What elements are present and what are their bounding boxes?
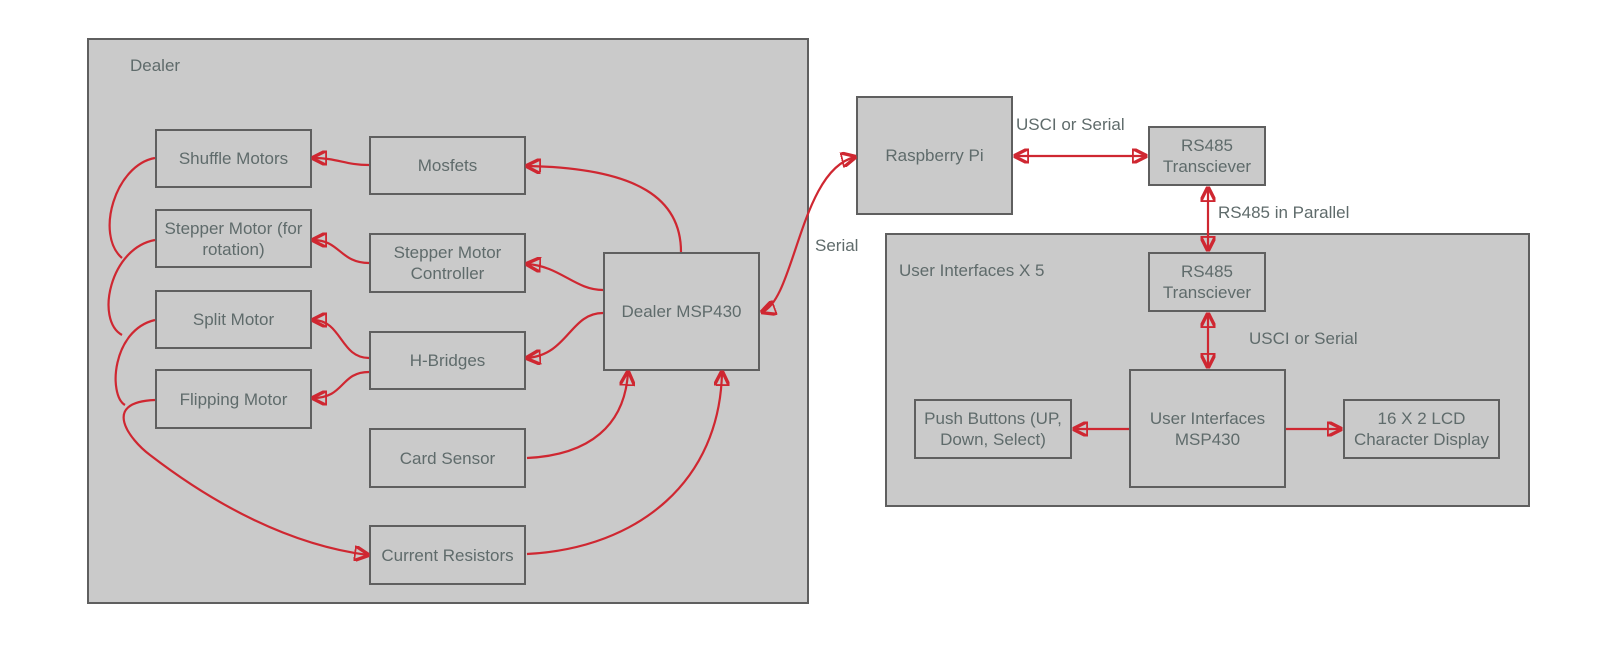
rs485-transceiver-ui-block: RS485 Transciever (1148, 252, 1266, 312)
user-interfaces-group-label: User Interfaces X 5 (899, 261, 1045, 280)
resistors-to-msp-arrow (526, 372, 722, 556)
stepper-split-link (107, 238, 156, 336)
card-sensor-to-msp-arrow (526, 372, 628, 460)
shuffle-stepper-link (108, 156, 156, 259)
usci-serial-ui-edge-label: USCI or Serial (1249, 329, 1358, 348)
push-buttons-block: Push Buttons (UP, Down, Select) (914, 399, 1072, 459)
msp-to-controller-arrow (527, 264, 604, 292)
flipping-motor-block: Flipping Motor (155, 369, 312, 429)
raspberry-pi-block: Raspberry Pi (856, 96, 1013, 215)
rs485-transceiver-top-block: RS485 Transciever (1148, 126, 1266, 186)
split-motor-block: Split Motor (155, 290, 312, 349)
msp-to-mosfets-arrow (527, 166, 683, 253)
mosfets-block: Mosfets (369, 136, 526, 195)
ui-msp430-block: User Interfaces MSP430 (1129, 369, 1286, 488)
lcd-display-block: 16 X 2 LCD Character Display (1343, 399, 1500, 459)
stepper-motor-block: Stepper Motor (for rotation) (155, 209, 312, 268)
shuffle-motors-block: Shuffle Motors (155, 129, 312, 188)
h-bridges-block: H-Bridges (369, 331, 526, 390)
hbridge-to-split-arrow (313, 320, 370, 360)
current-resistors-block: Current Resistors (369, 525, 526, 585)
stepper-controller-block: Stepper Motor Controller (369, 233, 526, 293)
usci-serial-top-edge-label: USCI or Serial (1016, 115, 1125, 134)
dealer-msp430-block: Dealer MSP430 (603, 252, 760, 371)
msp-to-hbridges-arrow (527, 311, 604, 358)
split-flipping-link (114, 318, 156, 406)
card-sensor-block: Card Sensor (369, 428, 526, 488)
rs485-parallel-edge-label: RS485 in Parallel (1218, 203, 1350, 222)
controller-to-stepper-arrow (313, 240, 370, 265)
dealer-group-label: Dealer (130, 56, 181, 75)
mosfets-to-shuffle-arrow (313, 158, 370, 167)
hbridge-to-flipping-arrow (313, 370, 370, 398)
msp-pi-serial-arrow (762, 157, 855, 312)
flipping-to-resistors-arrow (122, 398, 368, 555)
